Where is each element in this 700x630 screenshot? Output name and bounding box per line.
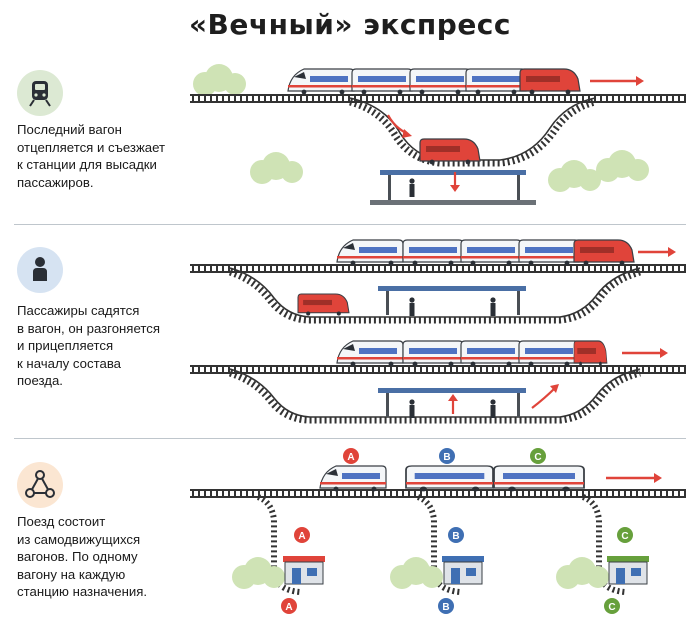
train-car xyxy=(493,465,585,493)
panel-1-line: к станции для высадки xyxy=(17,157,157,173)
track xyxy=(190,95,686,102)
train-car xyxy=(460,340,522,367)
train-car xyxy=(287,68,355,96)
person-figure xyxy=(409,178,415,197)
bush xyxy=(232,557,285,589)
person-figure xyxy=(409,399,415,418)
badge-top-c: C xyxy=(530,448,546,464)
svg-text:A: A xyxy=(298,531,305,542)
train-car xyxy=(336,239,404,266)
scene-3 xyxy=(190,465,686,595)
train-car xyxy=(402,239,464,266)
panel-2-line: Пассажиры садятся xyxy=(17,303,140,318)
badge-bottom-c: C xyxy=(604,598,620,614)
panel-2-text: Пассажиры садятся в вагон, он разгоняетс… xyxy=(17,302,187,390)
platform xyxy=(370,200,536,205)
red-car xyxy=(519,68,581,96)
red-car-siding xyxy=(419,138,481,165)
panel-3-text: Поезд состоит из самодвижущихся вагонов.… xyxy=(17,513,187,601)
badge-bottom-b: B xyxy=(438,598,454,614)
person-figure xyxy=(409,297,415,316)
platform-roof xyxy=(380,170,526,175)
badge-station-b: B xyxy=(448,527,464,543)
train-car xyxy=(460,239,522,266)
siding-track xyxy=(228,268,642,324)
train-car xyxy=(518,239,580,266)
station-c xyxy=(607,556,649,585)
panel-1-text: Последний вагон отцепляется и съезжает к… xyxy=(17,121,187,191)
bush xyxy=(548,160,601,192)
train-car xyxy=(409,68,471,96)
scene-2b xyxy=(190,340,686,424)
branch-track xyxy=(256,494,301,595)
panel-3-line: вагону на каждую xyxy=(17,566,126,582)
panel-2-line: в вагон, он разгоняется xyxy=(17,320,160,336)
red-car-siding xyxy=(297,293,350,317)
svg-text:C: C xyxy=(608,602,615,613)
train-car xyxy=(336,340,404,367)
scene-2a xyxy=(190,239,686,324)
red-car xyxy=(573,239,635,266)
panel-1-line: отцепляется и съезжает xyxy=(17,139,166,155)
track xyxy=(190,265,686,272)
svg-text:A: A xyxy=(285,602,292,613)
badge-bottom-a: A xyxy=(281,598,297,614)
track xyxy=(190,490,686,497)
siding-track xyxy=(349,98,596,167)
train-car xyxy=(319,465,387,492)
svg-text:C: C xyxy=(621,531,628,542)
train-car xyxy=(465,68,527,96)
platform-roof xyxy=(378,388,526,393)
branch-track xyxy=(581,494,626,595)
scene-1 xyxy=(190,64,686,205)
svg-text:B: B xyxy=(442,602,449,613)
panel-3-line: вагонов. По одному xyxy=(17,549,138,565)
panel-2-line: поезда. xyxy=(17,373,63,389)
svg-text:B: B xyxy=(452,531,459,542)
panel-2-line: к началу состава xyxy=(17,355,122,371)
branch-track xyxy=(416,494,461,595)
track xyxy=(190,366,686,373)
person-figure xyxy=(490,297,496,316)
bush xyxy=(250,152,303,184)
siding-track xyxy=(228,369,641,424)
train-car xyxy=(405,465,494,493)
divider xyxy=(14,224,686,225)
station-a xyxy=(283,556,325,585)
platform-roof xyxy=(378,286,526,291)
badge-station-a: A xyxy=(294,527,310,543)
panel-3-line: Поезд состоит xyxy=(17,514,106,529)
svg-text:B: B xyxy=(443,452,450,463)
page-title: «Вечный» экспресс xyxy=(188,8,512,41)
panel-3-line: станцию назначения. xyxy=(17,584,148,600)
badge-top-a: A xyxy=(343,448,359,464)
svg-text:C: C xyxy=(534,452,541,463)
bush xyxy=(193,64,246,96)
network-icon xyxy=(17,462,63,508)
red-car xyxy=(573,340,608,367)
person-figure xyxy=(490,399,496,418)
svg-text:A: A xyxy=(347,452,354,463)
person-icon xyxy=(17,247,63,293)
rise-arrow xyxy=(531,387,556,409)
badge-station-c: C xyxy=(617,527,633,543)
divider xyxy=(14,438,686,439)
panel-2-line: и прицепляется xyxy=(17,338,114,354)
train-car xyxy=(402,340,464,367)
panel-1-line: пассажиров. xyxy=(17,174,94,190)
panel-3-line: из самодвижущихся xyxy=(17,531,141,547)
station-b xyxy=(442,556,484,585)
bush xyxy=(596,150,649,182)
badge-top-b: B xyxy=(439,448,455,464)
train-car xyxy=(518,340,580,367)
panel-1-line: Последний вагон xyxy=(17,122,122,137)
train-icon xyxy=(17,70,63,116)
train-car xyxy=(351,68,413,96)
